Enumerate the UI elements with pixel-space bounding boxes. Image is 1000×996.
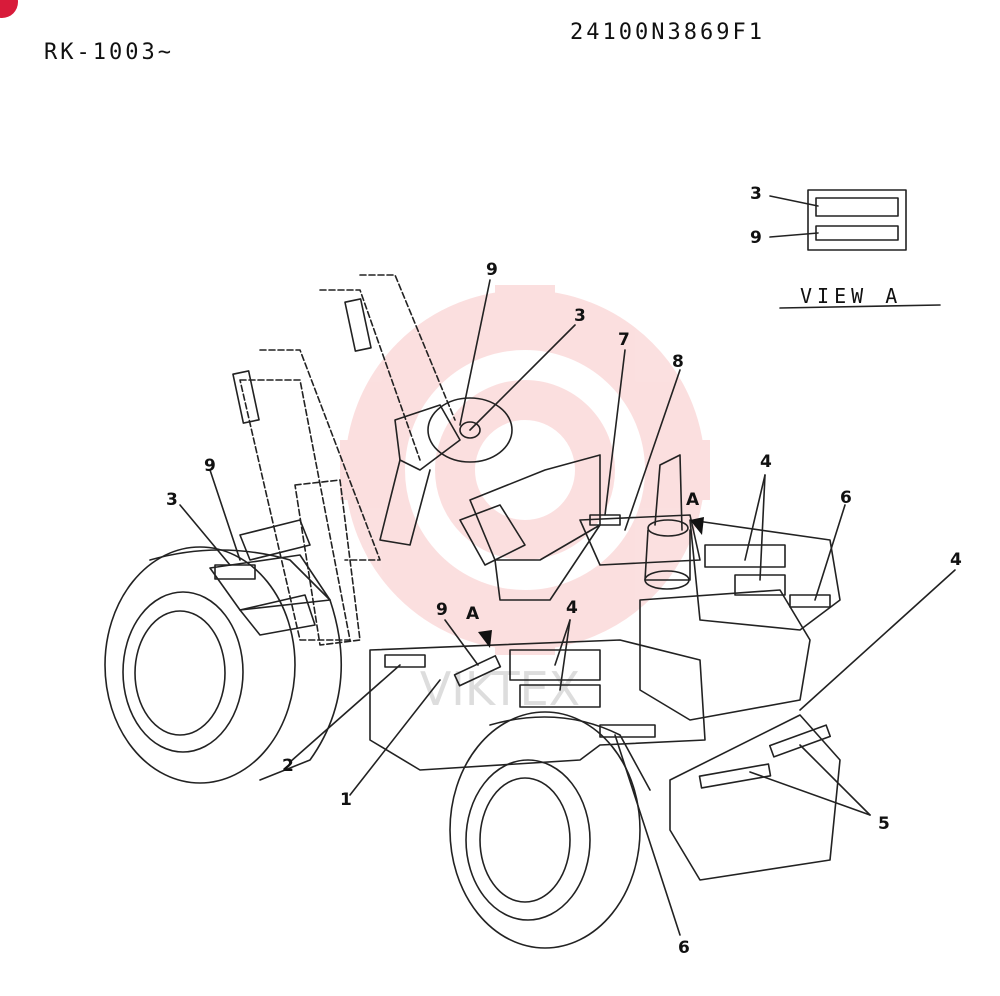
view-a-box	[769, 189, 941, 309]
callout-a-right: A	[686, 490, 700, 510]
callout-7: 7	[618, 330, 630, 350]
part-number-label: 24100N3869F1	[570, 20, 765, 45]
truck-body	[209, 514, 841, 881]
watermark-gear	[340, 285, 710, 655]
steering-wheel	[379, 397, 513, 546]
model-range-label: RK-1003~	[44, 40, 174, 65]
callout-2: 2	[282, 756, 294, 776]
watermark-text: VIKTEX	[420, 662, 580, 716]
view-a-title: VIEW A	[800, 284, 903, 308]
callout-9-top: 9	[486, 260, 498, 280]
callout-5: 5	[878, 814, 890, 834]
callout-1: 1	[340, 790, 352, 810]
callout-4-right: 4	[950, 550, 962, 570]
callout-6-right: 6	[840, 488, 852, 508]
callout-a-left: A	[466, 604, 480, 624]
callout-3-left: 3	[166, 490, 178, 510]
right-rear-wheel	[449, 711, 651, 949]
callout-6-bottom: 6	[678, 938, 690, 958]
callout-9-left: 9	[204, 456, 216, 476]
callout-4-mid: 4	[566, 598, 578, 618]
mast	[239, 274, 456, 646]
lift-cylinders	[232, 298, 372, 424]
exhaust-pipe	[644, 454, 691, 590]
callout-8: 8	[672, 352, 684, 372]
callout-9-mid: 9	[436, 600, 448, 620]
callout-4-right-top: 4	[760, 452, 772, 472]
view-a-arrows	[478, 517, 704, 648]
view-a-label-9: 9	[750, 228, 762, 248]
callout-3-top: 3	[574, 306, 586, 326]
leader-lines	[179, 279, 956, 936]
view-a-label-3: 3	[750, 184, 762, 204]
